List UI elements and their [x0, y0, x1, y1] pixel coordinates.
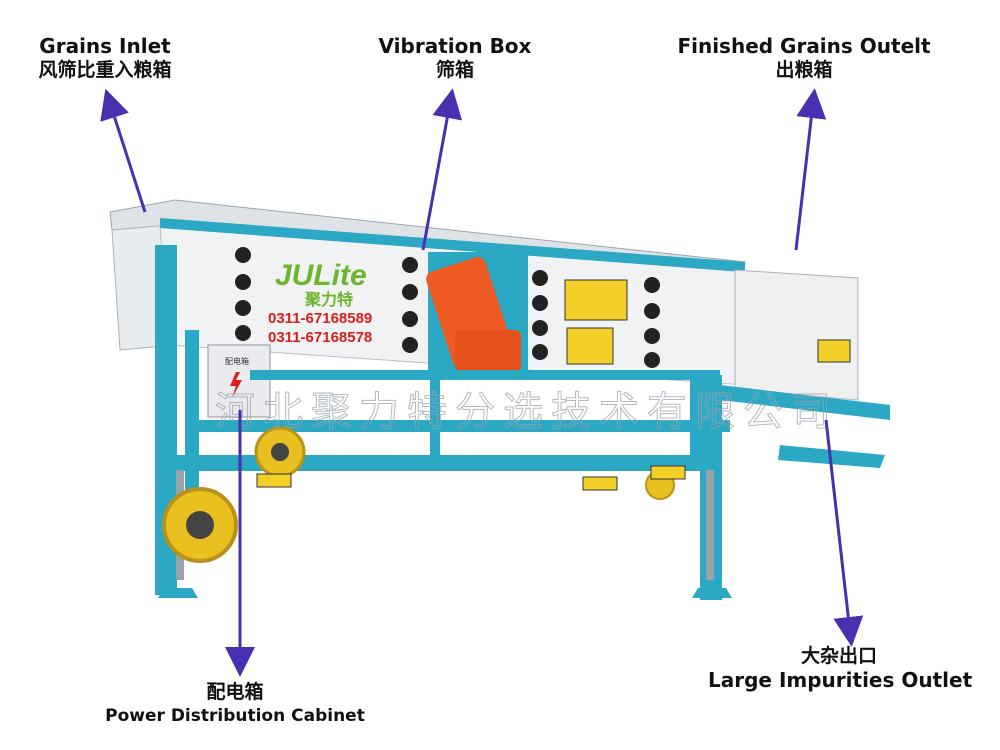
- label-power-cabinet-en: Power Distribution Cabinet: [105, 706, 365, 726]
- label-finished-outlet-zh: 出粮箱: [775, 59, 833, 81]
- arrow-impurities-outlet: [824, 419, 864, 647]
- brand-logo-cn: 聚力特: [304, 290, 353, 309]
- cabinet-plate-label: 配电箱: [225, 356, 249, 366]
- foot-left: [158, 588, 198, 598]
- caster-wheel-rear: [254, 426, 306, 478]
- label-power-cabinet: 配电箱 Power Distribution Cabinet: [100, 680, 370, 728]
- label-grains-inlet-en: Grains Inlet: [39, 34, 171, 58]
- vibration-motor-lower: [455, 330, 521, 372]
- foot-right: [692, 588, 732, 598]
- arrow-finished-outlet: [794, 88, 827, 251]
- finished-grains-box: [734, 269, 859, 401]
- label-finished-outlet: Finished Grains Outelt 出粮箱: [672, 34, 936, 82]
- caster-wheel-front: [162, 487, 238, 563]
- label-grains-inlet: Grains Inlet 风筛比重入粮箱: [20, 34, 190, 82]
- label-impurities-outlet-zh: 大杂出口: [800, 645, 877, 667]
- sieve-box-top: [160, 218, 745, 272]
- sticker-1: [256, 473, 292, 488]
- phone-number-2: 0311-67168578: [268, 329, 372, 346]
- lightning-icon: [230, 372, 242, 398]
- label-vibration-box-en: Vibration Box: [378, 34, 532, 58]
- knob-column-left: [235, 247, 660, 368]
- label-impurities-outlet: 大杂出口 Large Impurities Outlet: [708, 644, 973, 692]
- label-impurities-outlet-en: Large Impurities Outlet: [708, 668, 973, 692]
- warning-label-1: [564, 279, 628, 321]
- leg-screw-right: [706, 470, 714, 580]
- arrow-vibration-box: [421, 88, 463, 251]
- warning-label-2: [566, 327, 614, 365]
- arrow-grains-inlet: [100, 88, 147, 213]
- label-finished-outlet-en: Finished Grains Outelt: [677, 34, 931, 58]
- label-vibration-box: Vibration Box 筛箱: [370, 34, 540, 82]
- label-vibration-box-zh: 筛箱: [435, 59, 474, 81]
- brand-logo: JULite: [275, 259, 367, 292]
- phone-number-1: 0311-67168589: [268, 310, 372, 327]
- label-grains-inlet-zh: 风筛比重入粮箱: [38, 59, 172, 81]
- sticker-3: [650, 465, 686, 480]
- outlet-warning-plate: [817, 339, 851, 363]
- watermark: 河北聚力特分选技术有限公司: [215, 389, 839, 435]
- label-power-cabinet-zh: 配电箱: [206, 681, 264, 703]
- sticker-2: [582, 476, 618, 491]
